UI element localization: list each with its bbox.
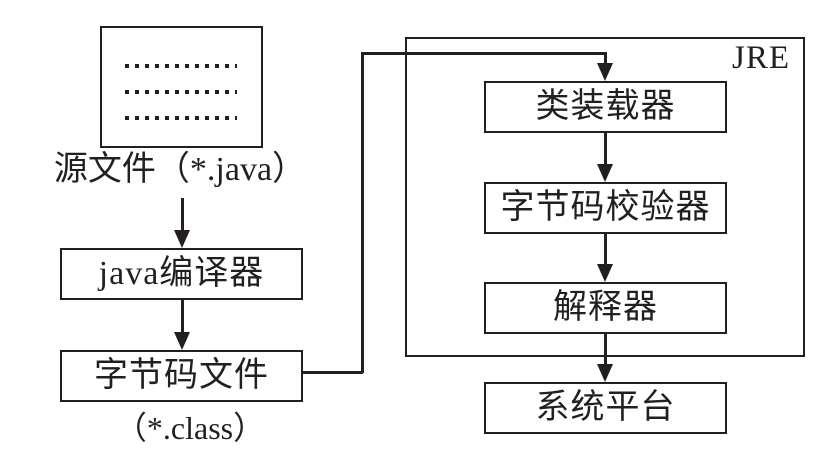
code-dots-line	[125, 64, 237, 68]
class-loader-label: 类装载器	[535, 88, 676, 125]
bytecode-verifier-label: 字节码校验器	[500, 189, 711, 226]
edge-bytecode-to-jre-h2	[361, 52, 606, 55]
edge-verifier-to-interpreter	[604, 234, 607, 265]
java-compiler-label: java编译器	[98, 255, 265, 292]
interpreter-box: 解释器	[484, 282, 727, 334]
arrow-down-icon	[174, 230, 190, 248]
bytecode-file-box: 字节码文件	[60, 350, 303, 402]
class-loader-box: 类装载器	[484, 81, 727, 133]
bytecode-verifier-box: 字节码校验器	[484, 182, 727, 234]
java-compiler-box: java编译器	[60, 248, 303, 300]
arrow-down-icon	[597, 264, 613, 282]
edge-bytecode-to-jre-v	[361, 52, 364, 373]
edge-loader-to-verifier	[604, 133, 607, 165]
bytecode-file-label: 字节码文件	[94, 357, 269, 394]
code-dots-line	[125, 90, 237, 94]
edge-source-to-compiler	[181, 198, 184, 232]
arrow-down-icon	[597, 63, 613, 81]
edge-compiler-to-bytecode	[181, 300, 184, 333]
source-file-label: 源文件（*.java）	[53, 151, 307, 188]
arrow-down-icon	[597, 164, 613, 182]
edge-bytecode-to-jre-h1	[303, 371, 363, 374]
system-platform-box: 系统平台	[484, 382, 727, 434]
arrow-down-icon	[597, 364, 613, 382]
source-file-box	[100, 26, 263, 148]
arrow-down-icon	[174, 332, 190, 350]
class-extension-label: （*.class）	[114, 410, 266, 446]
jre-label: JRE	[731, 40, 790, 76]
system-platform-label: 系统平台	[535, 389, 676, 426]
interpreter-label: 解释器	[553, 289, 658, 326]
code-dots-line	[125, 116, 237, 120]
edge-bytecode-to-jre-drop	[604, 52, 607, 65]
edge-interpreter-to-platform	[604, 334, 607, 365]
